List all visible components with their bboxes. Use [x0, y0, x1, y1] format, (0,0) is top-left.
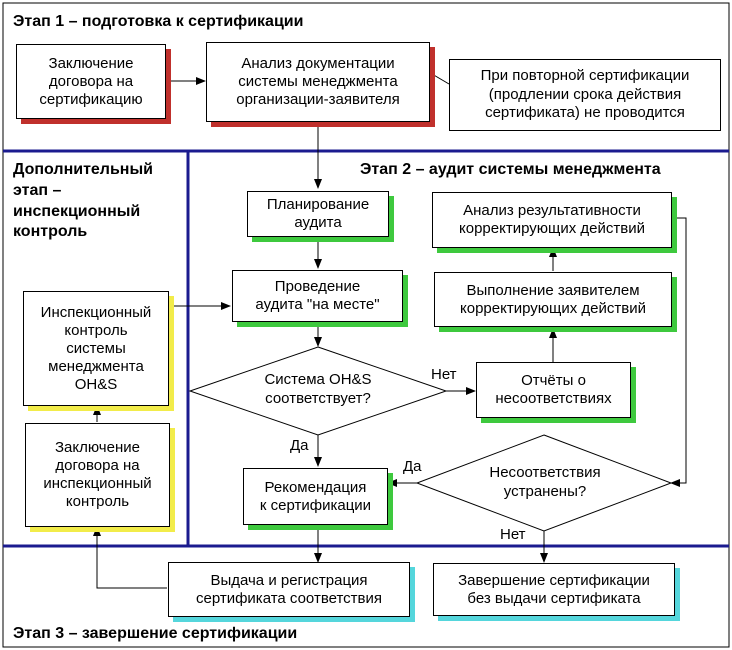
- node-effectiveness: Анализ результативности корректирующих д…: [432, 192, 672, 248]
- stage2-title: Этап 2 – аудит системы менеджмента: [360, 161, 661, 178]
- node-issue-certificate: Выдача и регистрация сертификата соответ…: [168, 562, 410, 617]
- label-yes-1: Да: [290, 437, 309, 454]
- node-reports: Отчёты о несоответствиях: [476, 362, 631, 418]
- label-no-1: Нет: [431, 366, 457, 383]
- stage3-title: Этап 3 – завершение сертификации: [13, 625, 298, 642]
- extra-stage-title: Дополнительный этап – инспекционный конт…: [13, 161, 153, 241]
- node-finish-no-certificate: Завершение сертификации без выдачи серти…: [433, 563, 675, 616]
- node-inspection-contract: Заключение договора на инспекционный кон…: [25, 423, 170, 527]
- decision-fixed-text: Несоответствия устранены?: [489, 464, 601, 500]
- edge-effectiveness-fixed: [670, 217, 687, 487]
- node-doc-analysis: Анализ документации системы менеджмента …: [206, 42, 430, 122]
- label-yes-2: Да: [403, 458, 422, 475]
- edge-issue-inspcontract: [93, 526, 167, 589]
- node-contract: Заключение договора на сертификацию: [16, 44, 166, 119]
- decision-complies-text: Система OH&S соответствует?: [264, 371, 372, 407]
- node-inspection-control: Инспекционный контроль системы менеджмен…: [23, 291, 169, 406]
- node-execution: Выполнение заявителем корректирующих дей…: [434, 272, 672, 327]
- node-recommendation: Рекомендация к сертификации: [243, 468, 388, 525]
- node-onsite-audit: Проведение аудита "на месте": [232, 270, 403, 322]
- stage1-title: Этап 1 – подготовка к сертификации: [13, 13, 304, 30]
- node-planning: Планирование аудита: [247, 191, 389, 237]
- label-no-2: Нет: [500, 526, 526, 543]
- note-repeat-certification: При повторной сертификации (продлении ср…: [449, 59, 721, 131]
